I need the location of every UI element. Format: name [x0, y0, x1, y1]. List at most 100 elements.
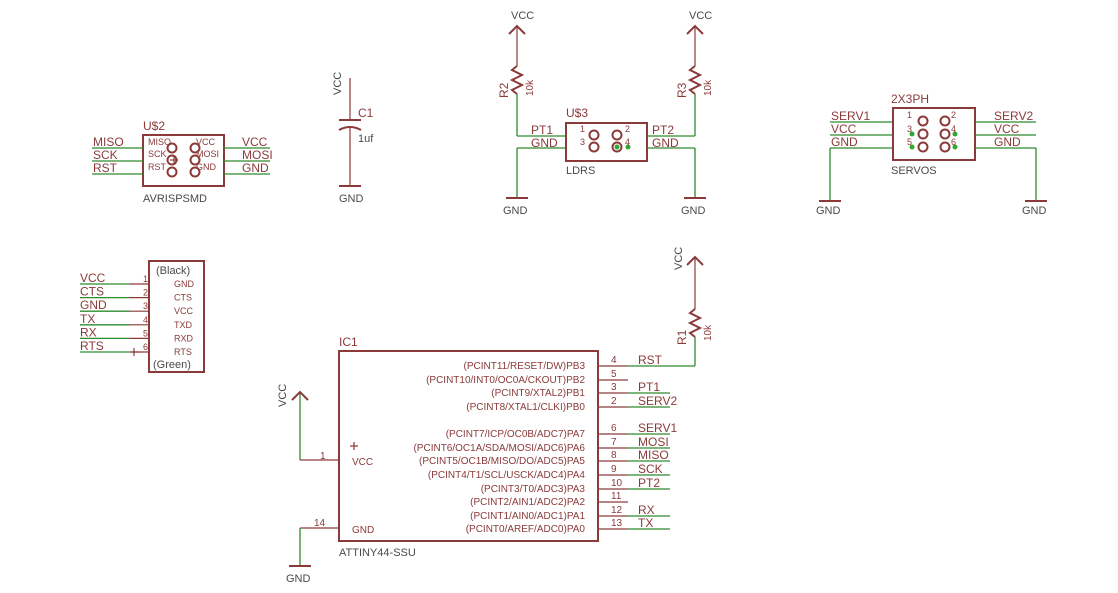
ic1-pin-num: 10: [611, 478, 623, 489]
ic1-net-label: SCK: [638, 462, 663, 476]
avrisp-name: U$2: [143, 119, 165, 133]
ftdi-top-label: (Black): [156, 265, 190, 277]
ic1-pin-num: 9: [611, 464, 617, 475]
ftdi-pin-name: CTS: [174, 293, 192, 303]
resistor-r3[interactable]: VCC R3 10k: [675, 10, 714, 98]
ic1-net-label: PT2: [638, 476, 660, 490]
gnd-label: GND: [286, 573, 311, 585]
net-label-rst: RST: [93, 161, 118, 175]
ftdi-pin-num: 6: [143, 342, 148, 352]
servos-pin3: 3: [907, 124, 912, 134]
ftdi-pin-name: TXD: [174, 320, 193, 330]
ic1-pin-num: 12: [611, 505, 623, 516]
net-label-serv2: SERV2: [994, 109, 1033, 123]
net-label-mosi: MOSI: [242, 148, 273, 162]
avrisp-pin-mosi: MOSI: [196, 149, 219, 159]
ldrs-pin3: 3: [580, 137, 585, 147]
c1-value: 1uf: [358, 133, 374, 145]
net-label-gnd: GND: [994, 135, 1021, 149]
servos-connector[interactable]: 2X3PH SERVOS 1 3 5 2 4 6: [891, 92, 976, 177]
avrisp-pin-sck: SCK: [148, 149, 167, 159]
gnd-label: GND: [681, 205, 706, 217]
net-label-ftdi: CTS: [80, 285, 104, 299]
junction-dot: [614, 144, 620, 150]
r3-zigzag: [687, 65, 703, 95]
avrisp-connector[interactable]: U$2 AVRISPSMD MISO SCK RST VCC MOSI GND: [142, 119, 225, 205]
avrisp-pad: [166, 166, 178, 178]
ic1-pin-num: 7: [611, 437, 617, 448]
servos-pin5: 5: [907, 137, 912, 147]
net-label-pt1: PT1: [531, 123, 553, 137]
ic1-net-label: RX: [638, 503, 655, 517]
capacitor-c1[interactable]: VCC C1 1uf GND: [332, 72, 374, 205]
resistor-r2[interactable]: VCC R2 10k: [497, 10, 536, 98]
ftdi-pin-num: 1: [143, 274, 148, 284]
avrisp-pin-gnd: GND: [196, 162, 217, 172]
r2-zigzag: [509, 65, 525, 95]
net-label-vcc: VCC: [831, 122, 857, 136]
net-label-miso: MISO: [93, 135, 124, 149]
r1-name: R1: [675, 329, 689, 345]
ic1-gnd-pin: GND: [352, 525, 374, 536]
net-label-serv1: SERV1: [831, 109, 870, 123]
net-label-gnd: GND: [531, 136, 558, 150]
ic1-pin-label: (PCINT9/XTAL2)PB1: [491, 388, 585, 399]
ldrs-pin2: 2: [625, 124, 630, 134]
ic1-gnd-num: 14: [314, 518, 326, 529]
r2-value: 10k: [525, 79, 536, 96]
ic1-pin-num: 8: [611, 450, 617, 461]
servos-pad: [917, 115, 929, 127]
ftdi-pin-num: 2: [143, 288, 148, 298]
c1-name: C1: [358, 106, 374, 120]
servos-body: [892, 107, 976, 161]
ic1-pin-num: 5: [611, 369, 617, 380]
servos-pad: [917, 128, 929, 140]
ftdi-pin-name: RXD: [174, 333, 194, 343]
servos-pad: [939, 141, 951, 153]
net-label-sck: SCK: [93, 148, 118, 162]
avrisp-pad: [166, 142, 178, 154]
ldrs-connector[interactable]: U$3 LDRS 1 3 2 4: [565, 106, 648, 177]
net-label-ftdi: VCC: [80, 271, 106, 285]
junction-dot: [952, 144, 958, 150]
servos-pad: [917, 141, 929, 153]
ic1-pin-label: (PCINT4/T1/SCL/USCK/ADC4)PA4: [428, 470, 586, 481]
ic1-net-label: SERV1: [638, 421, 677, 435]
r1-value: 10k: [703, 324, 714, 341]
ic1-pin-label: (PCINT8/XTAL1/CLKI)PB0: [466, 402, 585, 413]
ic1-pin-label: (PCINT10/INT0/OC0A/CKOUT)PB2: [426, 375, 585, 386]
ic1-pin-label: (PCINT11/RESET/DW)PB3: [464, 361, 586, 372]
ldrs-pad: [588, 141, 600, 153]
ic1-pin-label: (PCINT5/OC1B/MISO/DO/ADC5)PA5: [419, 456, 585, 467]
ic1-pin-label: (PCINT1/AIN0/ADC1)PA1: [470, 511, 585, 522]
ftdi-pin-num: 3: [143, 301, 148, 311]
ldrs-pad: [588, 129, 600, 141]
avrisp-pad: [189, 166, 201, 178]
ftdi-pin-name: GND: [174, 279, 195, 289]
ic1-pin-label: (PCINT2/AIN1/ADC2)PA2: [470, 497, 585, 508]
ldrs-body: [565, 122, 648, 162]
ic1-pin-label: (PCINT3/T0/ADC3)PA3: [481, 484, 586, 495]
ic-vcc-label: VCC: [277, 384, 289, 407]
junction-dot: [952, 131, 958, 137]
ic1-attiny44[interactable]: IC1 ATTINY44-SSU VCC GND 1 14 (PCINT11/R…: [300, 335, 695, 559]
ic1-value: ATTINY44-SSU: [339, 547, 416, 559]
gnd-label: GND: [1022, 205, 1047, 217]
net-label-ftdi: RTS: [80, 339, 104, 353]
resistor-r1[interactable]: VCC R1 10k: [673, 247, 714, 345]
ldrs-pin1: 1: [580, 124, 585, 134]
ic1-pin-label: (PCINT0/AREF/ADC0)PA0: [466, 524, 586, 535]
ic1-net-label: PT1: [638, 380, 660, 394]
r3-value: 10k: [703, 79, 714, 96]
ftdi-pin-num: 5: [143, 328, 148, 338]
r1-vcc-label: VCC: [673, 247, 685, 270]
vcc-arrow: [291, 390, 309, 401]
net-label-pt2: PT2: [652, 123, 674, 137]
servos-value: SERVOS: [891, 165, 937, 177]
ldrs-value: LDRS: [566, 165, 595, 177]
c1-vcc-label: VCC: [332, 72, 344, 95]
net-label-vcc: VCC: [994, 122, 1020, 136]
